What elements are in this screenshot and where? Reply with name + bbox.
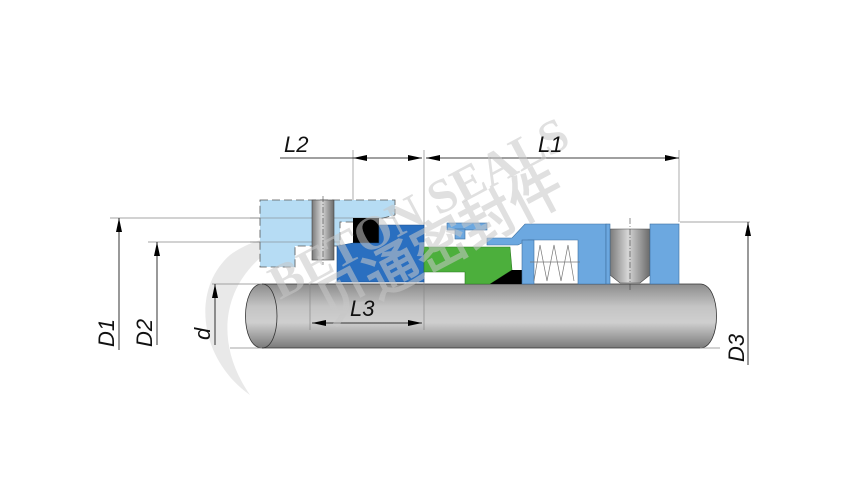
rotary-o-ring [490,270,522,284]
seat-o-ring [353,218,379,243]
dimension-lines [116,155,751,365]
drive-collar [605,223,680,285]
watermark-logo [205,235,300,395]
dim-label-d3: D3 [724,333,749,362]
dim-label-d2: D2 [132,319,157,347]
anti-rotation-pin [311,196,335,265]
rotary-face [423,246,513,285]
dim-label-d1: D1 [94,319,119,347]
set-screw [609,218,651,292]
stationary-seat-ring [336,224,425,283]
dim-label-d: d [190,327,215,340]
dim-label-l3: L3 [350,296,375,321]
dim-label-l2: L2 [284,132,308,157]
spring [530,244,580,282]
dim-label-l1: L1 [538,132,562,157]
